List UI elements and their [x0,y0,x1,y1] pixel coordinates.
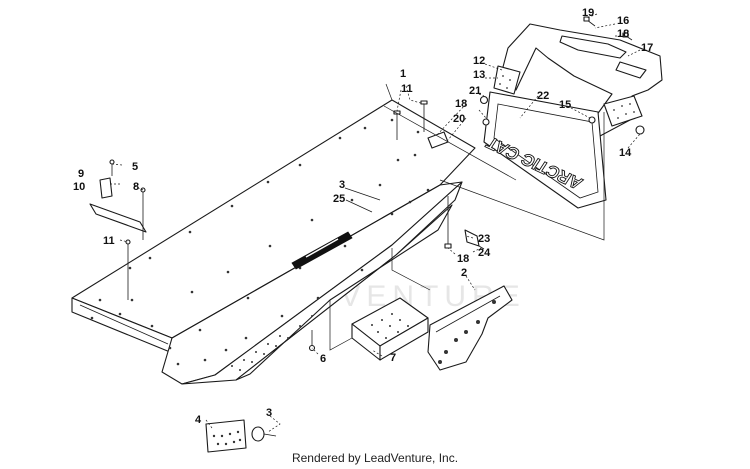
deck-rivets [90,118,430,366]
callout-10: 10 [73,181,85,193]
callout-17: 17 [641,42,653,54]
tunnel-decal [291,231,353,270]
callout-16: 16 [617,15,629,27]
snow-flap: ARCTIC CAT [482,91,607,209]
leader-lines [110,13,641,433]
callout-18-lower: 18 [457,253,469,265]
callout-2: 2 [461,267,467,279]
callout-6: 6 [320,353,326,365]
callout-11-left: 11 [103,235,115,247]
callout-1: 1 [400,68,406,80]
callout-20: 20 [453,113,465,125]
callout-5: 5 [132,161,138,173]
callout-14: 14 [619,147,632,159]
callout-12: 12 [473,55,485,67]
plate-part-4 [205,419,247,453]
hardware [89,16,645,352]
bracket-part-2 [427,285,513,371]
bumper-grip-holes [499,75,635,119]
callout-21: 21 [469,85,481,97]
callout-15: 15 [559,99,571,111]
callout-22: 22 [537,90,549,102]
callout-18-bumper: 18 [617,28,629,40]
footer-credit: Rendered by LeadVenture, Inc. [291,451,459,465]
callout-11-top: 11 [401,83,413,95]
callout-19: 19 [582,7,594,19]
callout-3-washer: 3 [266,407,272,419]
callout-25: 25 [333,193,345,205]
callout-18-deck: 18 [455,98,467,110]
footrest-part-7 [351,297,429,361]
callout-8: 8 [133,181,139,193]
running-board-grip-holes [231,315,313,371]
callout-9: 9 [78,168,84,180]
callout-24: 24 [478,247,491,259]
callout-3-tunnel: 3 [339,179,345,191]
rear-bumper [493,23,663,137]
callout-7: 7 [390,352,396,364]
callout-4: 4 [195,414,202,426]
callouts: 1 2 3 3 4 5 6 7 8 9 10 11 11 12 13 14 15… [73,7,653,426]
callout-23: 23 [478,233,490,245]
tunnel-assembly [71,99,476,385]
callout-13: 13 [473,69,485,81]
washer-part-3 [251,426,277,442]
